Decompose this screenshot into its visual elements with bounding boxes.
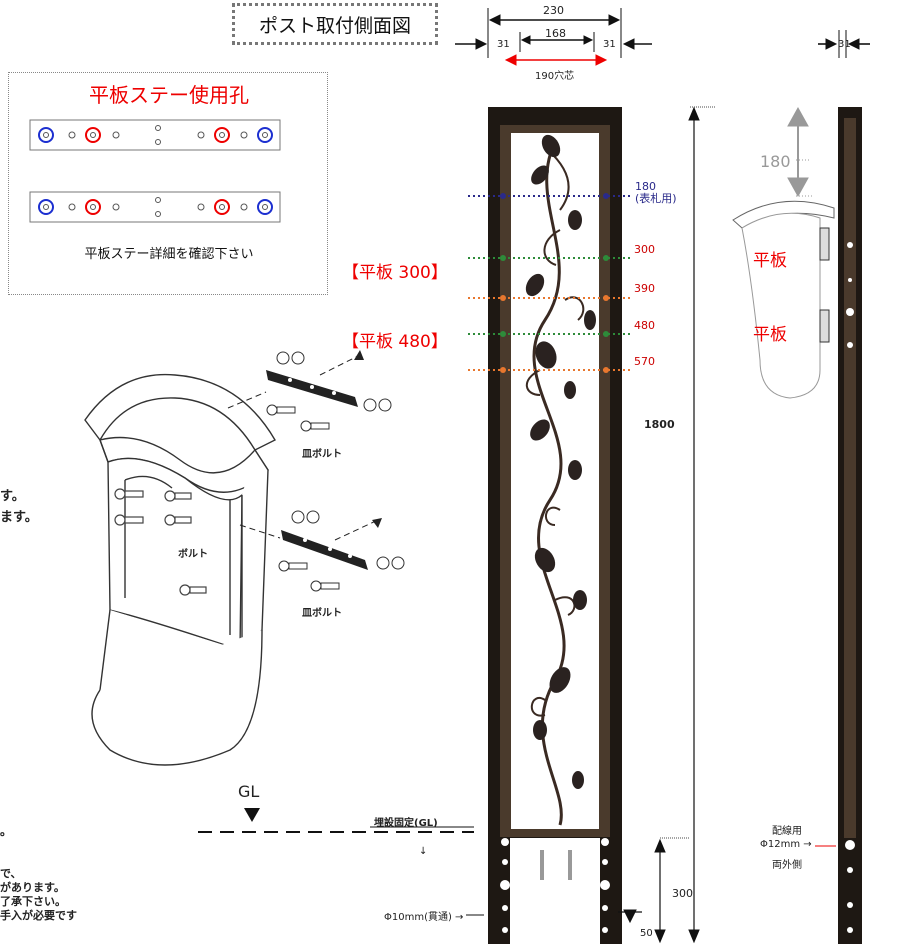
bolt-label-bottom: 皿ボルト xyxy=(302,608,342,619)
plate-strip-bottom xyxy=(29,191,281,223)
main-post xyxy=(488,107,622,944)
lower-bracket xyxy=(239,510,405,592)
left-text-7: 手入が必要です xyxy=(0,909,77,922)
left-text-2: ます。 xyxy=(0,510,38,525)
upper-bracket xyxy=(227,350,392,432)
left-text-4: で、 xyxy=(0,867,22,880)
left-text-1: す。 xyxy=(0,489,25,504)
plate-strip-top xyxy=(29,119,281,151)
top-dimensions xyxy=(455,8,870,58)
wiring-title: 配線用 xyxy=(772,826,802,837)
left-text-5: があります。 xyxy=(0,881,65,894)
center-hole-dimension xyxy=(504,54,608,66)
level-480: 480 xyxy=(634,319,655,332)
height-dimension xyxy=(618,106,715,944)
mailbox-bolts xyxy=(114,488,207,596)
dim-top-width: 230 xyxy=(543,4,564,17)
hole-label: Φ10mm(貫通) → xyxy=(384,912,464,923)
mailbox-illustration xyxy=(84,373,276,766)
profile-plate-2: 平板 xyxy=(753,325,787,345)
bolt-label-top: 皿ボルト xyxy=(302,449,342,460)
dim-height-total: 1800 xyxy=(644,418,675,431)
dim-side-left: 31 xyxy=(497,39,510,50)
panel-title: 平板ステー使用孔 xyxy=(89,83,249,107)
diagram-title: ポスト取付側面図 xyxy=(232,3,438,45)
ground-line xyxy=(198,808,474,833)
profile-gap-dimension xyxy=(787,106,812,198)
panel-caption: 平板ステー詳細を確認下さい xyxy=(84,247,254,262)
wiring-dim: Φ12mm → xyxy=(760,839,812,850)
dim-side-right: 31 xyxy=(603,39,616,50)
level-390: 390 xyxy=(634,282,655,295)
plate-holes-panel: 平板ステー使用孔 平板ステー詳細を確認下さい xyxy=(8,72,328,295)
profile-mailbox xyxy=(732,200,835,399)
plate-label-480: 【平板 480】 xyxy=(342,332,448,352)
profile-plate-1: 平板 xyxy=(753,251,787,271)
bury-label: 埋設固定(GL) xyxy=(374,818,438,829)
level-570: 570 xyxy=(634,355,655,368)
dim-side-profile: 31 xyxy=(838,39,851,50)
level-300: 300 xyxy=(634,243,655,256)
left-text-3: 。 xyxy=(0,824,13,838)
dim-center-hole: 190穴芯 xyxy=(535,71,575,82)
left-text-6: 了承下さい。 xyxy=(0,895,66,908)
profile-gap-label: 180 xyxy=(760,152,791,171)
dim-inner-width: 168 xyxy=(545,27,566,40)
level-180-note: (表札用) xyxy=(635,192,677,205)
dim-bury-depth: 300 xyxy=(672,887,693,900)
level-180-value: 180 xyxy=(635,180,656,193)
wiring-side: 両外側 xyxy=(772,860,802,871)
level-lines xyxy=(468,193,632,373)
bolt-label-mid: ボルト xyxy=(178,549,208,560)
gl-label: GL xyxy=(238,782,260,801)
side-profile xyxy=(838,107,862,944)
dim-bottom-hole: 50 xyxy=(640,928,653,939)
bury-arrow: ↓ xyxy=(419,846,428,857)
plate-label-300: 【平板 300】 xyxy=(342,263,448,283)
level-180: 180 (表札用) xyxy=(635,181,677,205)
